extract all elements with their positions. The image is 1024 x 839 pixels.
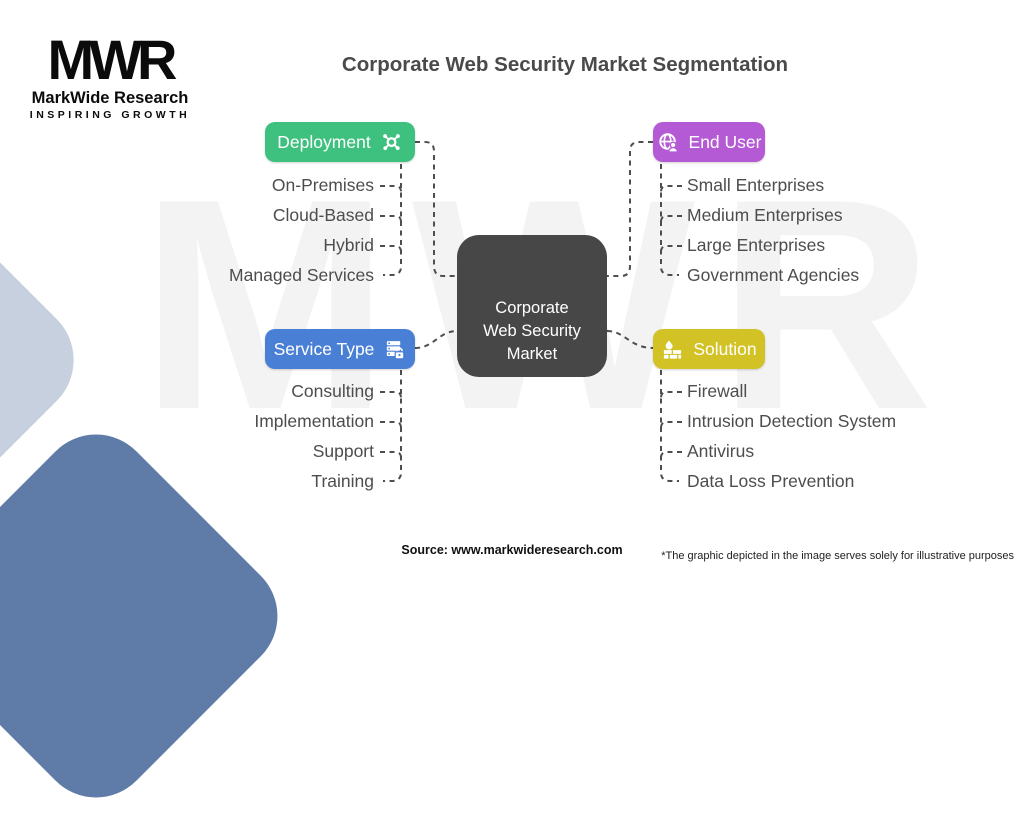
segment-label: Solution — [693, 338, 757, 359]
server-lock-icon — [383, 338, 406, 361]
network-hub-icon — [380, 131, 403, 154]
list-item: Firewall — [687, 381, 748, 401]
list-item: Antivirus — [687, 441, 755, 461]
page-title: Corporate Web Security Market Segmentati… — [341, 53, 789, 76]
logo-tagline: INSPIRING GROWTH — [29, 108, 191, 121]
segment-label: Deployment — [277, 131, 371, 152]
branch-stub — [380, 451, 402, 459]
disclaimer-text: *The graphic depicted in the image serve… — [661, 550, 1014, 562]
list-item: Large Enterprises — [687, 235, 826, 255]
branch-stub — [380, 391, 402, 399]
list-item: Government Agencies — [687, 265, 860, 285]
list-item: Training — [311, 471, 374, 491]
connector-servicetype-center — [414, 330, 458, 349]
branch-stub — [380, 421, 402, 429]
branch-stub — [660, 391, 682, 399]
segment-node-end-user: End User — [653, 122, 765, 162]
list-item: Medium Enterprises — [687, 205, 843, 225]
list-item: Implementation — [254, 411, 374, 431]
branch-enduser — [660, 164, 679, 276]
item-list-solution: Firewall Intrusion Detection System Anti… — [687, 376, 967, 496]
branch-stub — [380, 215, 402, 223]
infographic-canvas: MWR MWR MarkWide Research INSPIRING GROW… — [0, 28, 1014, 839]
branch-deployment — [383, 164, 402, 276]
segment-node-solution: Solution — [653, 329, 765, 369]
branch-stub — [660, 421, 682, 429]
connector-lines — [380, 141, 682, 482]
branch-stub — [660, 451, 682, 459]
list-item: Consulting — [291, 381, 374, 401]
markwide-logo: MWR MarkWide Research INSPIRING GROWTH — [28, 28, 192, 121]
list-item: On-Premises — [271, 175, 374, 195]
segment-label: End User — [688, 131, 762, 152]
item-list-service-type: Consulting Implementation Support Traini… — [144, 376, 374, 496]
branch-stub — [660, 245, 682, 253]
connector-center-solution — [606, 330, 654, 349]
item-list-end-user: Small Enterprises Medium Enterprises Lar… — [687, 170, 967, 290]
list-item: Intrusion Detection System — [687, 411, 897, 431]
logo-company-name: MarkWide Research — [31, 88, 189, 107]
globe-user-icon — [657, 131, 680, 154]
list-item: Support — [312, 441, 374, 461]
segment-node-service-type: Service Type — [265, 329, 415, 369]
branch-stub — [380, 185, 402, 193]
connector-enduser-center — [607, 141, 653, 277]
branch-stub — [660, 215, 682, 223]
item-list-deployment: On-Premises Cloud-Based Hybrid Managed S… — [144, 170, 374, 290]
segment-label: Service Type — [273, 338, 375, 359]
firewall-icon — [661, 338, 684, 361]
list-item: Small Enterprises — [687, 175, 825, 195]
central-market-label: Corporate Web Security Market — [483, 299, 581, 363]
branch-servicetype — [383, 370, 402, 482]
branch-solution — [660, 370, 679, 482]
central-market-node: Corporate Web Security Market — [457, 235, 607, 377]
branch-stub — [380, 245, 402, 253]
branch-stub — [660, 185, 682, 193]
list-item: Cloud-Based — [272, 205, 374, 225]
list-item: Hybrid — [323, 235, 374, 255]
list-item: Data Loss Prevention — [687, 471, 855, 491]
connector-deployment-center — [415, 141, 457, 277]
list-item: Managed Services — [229, 265, 374, 285]
source-text: Source: www.markwideresearch.com — [401, 543, 623, 557]
logo-acronym: MWR — [47, 28, 178, 91]
segment-node-deployment: Deployment — [265, 122, 415, 162]
